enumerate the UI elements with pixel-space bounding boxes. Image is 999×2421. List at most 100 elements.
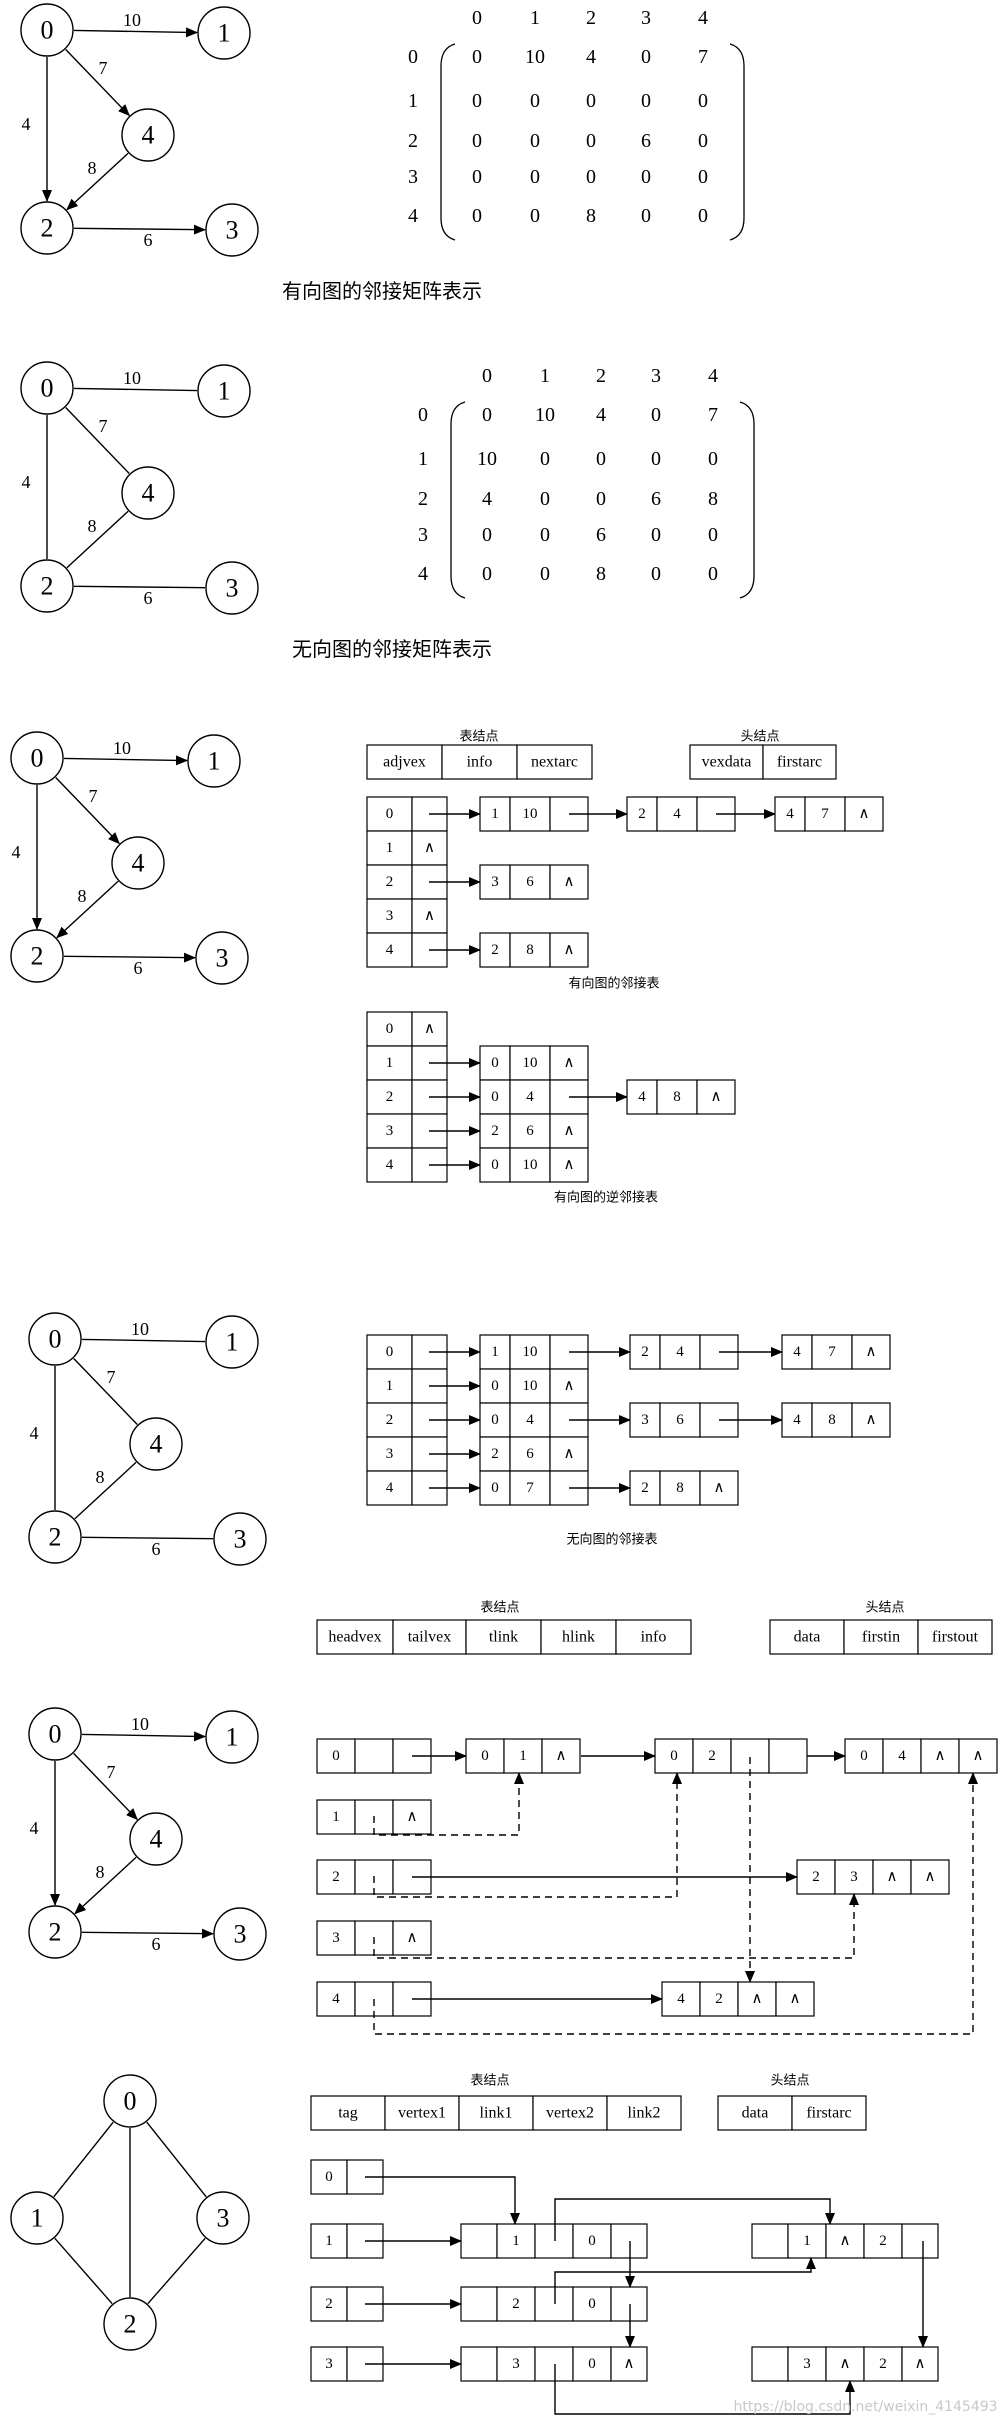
cell-value: ∧: [887, 1869, 898, 1885]
matrix-cell: 0: [530, 130, 540, 152]
cell-value: 8: [828, 1412, 836, 1428]
vertex-circle: [20, 3, 74, 57]
cell-value: ∧: [711, 1089, 722, 1105]
edge-weight: 10: [123, 368, 141, 388]
record-cell: [796, 1859, 836, 1895]
matrix-col-header: 3: [641, 7, 651, 29]
matrix-cell: 0: [698, 90, 708, 112]
cell-value: 0: [386, 806, 394, 822]
matrix-col-header: 2: [596, 365, 606, 387]
matrix-cell: 0: [651, 448, 661, 470]
edge-arrow: [63, 952, 197, 963]
cell-value: 10: [523, 1055, 538, 1071]
cell-value: ∧: [935, 1748, 946, 1764]
cell-value: ∧: [564, 874, 575, 890]
vertex-3: 3: [195, 931, 249, 985]
link1-arrow: [554, 2198, 835, 2241]
cell-value: 1: [519, 1748, 527, 1764]
cell-value: ∧: [564, 942, 575, 958]
record-cell: [629, 1470, 661, 1506]
matrix-cell: 0: [482, 404, 492, 426]
record-cell: [316, 1920, 356, 1956]
vertex-4: 4: [129, 1812, 183, 1866]
vertex-label: 4: [132, 849, 145, 878]
record-cell: [769, 1619, 845, 1655]
cell-value: 4: [386, 1157, 394, 1173]
record-cell: [958, 1738, 998, 1774]
matrix-col-header: 0: [472, 7, 482, 29]
link1-arrow: [554, 2364, 855, 2415]
vertex-1: 1: [205, 1710, 259, 1764]
matrix-cell: 0: [698, 205, 708, 227]
vertex-label: 1: [226, 1723, 239, 1752]
head-node-title: 头结点: [865, 1601, 904, 1616]
record-cell: [479, 1368, 511, 1404]
vertex-circle: [103, 2297, 157, 2351]
cell-value: 0: [588, 2356, 596, 2372]
vertex-label: 0: [124, 2087, 137, 2116]
record-cell: [384, 2095, 460, 2131]
cell-value: ∧: [859, 806, 870, 822]
matrix-left-bracket: [450, 401, 466, 599]
matrix-cell: 0: [698, 130, 708, 152]
edge-weight: 7: [107, 1762, 116, 1782]
matrix-col-header: 1: [530, 7, 540, 29]
cell-value: 0: [481, 1748, 489, 1764]
vertex-label: 4: [142, 479, 155, 508]
record-cell: [781, 1334, 813, 1370]
edge-arrow: [56, 880, 119, 939]
edge-line: [74, 1461, 137, 1520]
record-cell: [615, 1619, 692, 1655]
vertex-0: 0: [28, 1707, 82, 1761]
vertex-3: 3: [205, 561, 259, 615]
cell-value: ∧: [925, 1869, 936, 1885]
vertex-label: 2: [49, 1918, 62, 1947]
record-cell: [699, 1981, 739, 2017]
cell-value: 2: [491, 1123, 499, 1139]
head-node-3: 3∧: [366, 898, 448, 934]
edge-weight: 8: [88, 516, 97, 536]
cell-value: 7: [526, 1480, 534, 1496]
record-cell: [851, 1402, 891, 1438]
cell-value: 8: [673, 1089, 681, 1105]
edge-arrow: [55, 776, 120, 845]
edge-arrow: [73, 1752, 138, 1821]
record-cell: [479, 932, 511, 968]
record-cell: [844, 1738, 884, 1774]
record-cell: [629, 1334, 661, 1370]
vertex-1: 1: [197, 6, 251, 60]
cell-value: ∧: [840, 2233, 851, 2249]
cell-value: firstout: [932, 1629, 979, 1646]
record-cell: [460, 2346, 498, 2382]
cell-value: 3: [386, 908, 394, 924]
record-cell: [509, 864, 551, 900]
cell-value: ∧: [915, 2356, 926, 2372]
head-node-4: 4: [366, 1470, 448, 1506]
cell-value: info: [641, 1629, 667, 1646]
edge-arrow: [63, 755, 189, 766]
matrix-cell: 0: [472, 205, 482, 227]
cell-value: 4: [793, 1412, 801, 1428]
edge-line: [65, 406, 130, 475]
cell-value: ∧: [424, 840, 435, 856]
record-cell: [737, 1981, 777, 2017]
edge-arrow: [81, 1731, 207, 1742]
cell-value: 0: [670, 1748, 678, 1764]
vertex-circle: [10, 731, 64, 785]
matrix-cell: 4: [596, 404, 606, 426]
matrix-col-header: 1: [540, 365, 550, 387]
edge-line: [54, 2237, 113, 2305]
matrix-cell: 0: [540, 524, 550, 546]
